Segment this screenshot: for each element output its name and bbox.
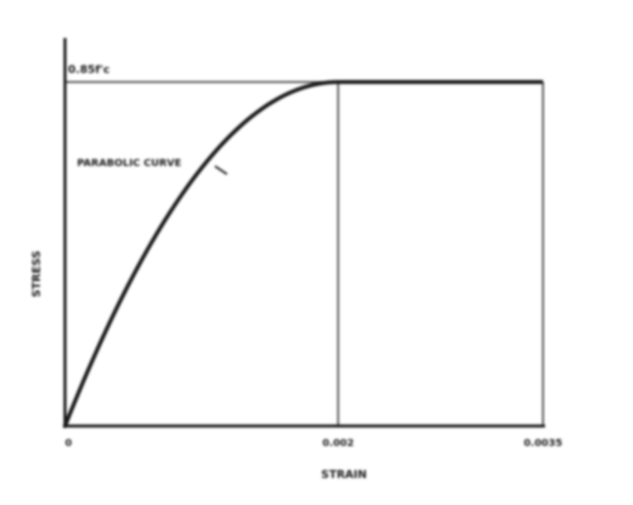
x-tick-label: 0.0035	[524, 438, 563, 449]
reference-lines	[65, 81, 544, 426]
annotation-leader	[214, 165, 228, 175]
x-tick-label: 0	[65, 438, 72, 449]
x-axis-label: STRAIN	[321, 468, 367, 481]
stress-strain-curve	[63, 80, 543, 427]
x-tick-label: 0.002	[322, 438, 354, 449]
x-tick-labels: 0 0.002 0.0035	[65, 438, 562, 449]
y-axis-label: STRESS	[30, 251, 43, 298]
y-tick-label: 0.85f'c	[68, 63, 110, 76]
annotation-parabolic-curve: PARABOLIC CURVE	[77, 158, 182, 169]
